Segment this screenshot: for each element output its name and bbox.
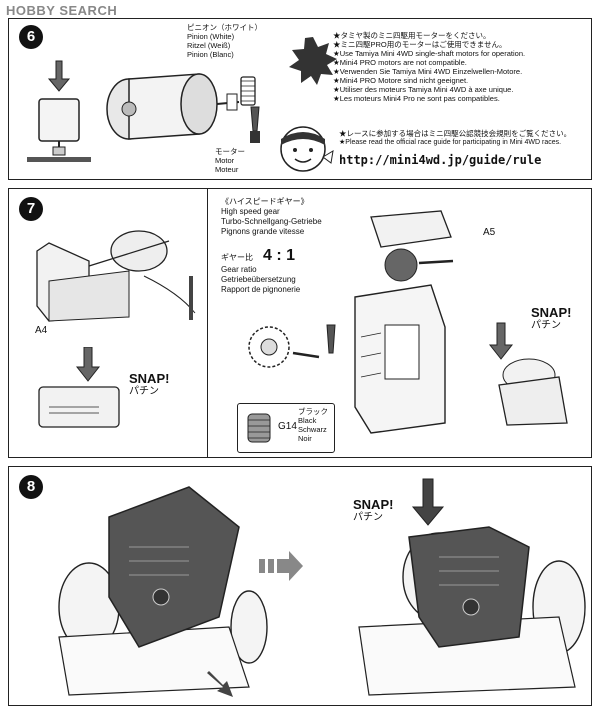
step-number: 6 (19, 25, 43, 49)
gear-g14-illustration (248, 324, 336, 368)
snap-callout: SNAP! パチン (353, 497, 394, 523)
step-7-panel: 7 A4 SNAP! パチン 《ハイスピードギヤー》 High speed ge… (8, 188, 592, 458)
gear-ratio-value: 4 : 1 (263, 247, 296, 264)
g14-part-box: G14 ブラック Black Schwarz Noir (237, 403, 335, 453)
snap-illustration-right (488, 322, 568, 426)
part-a5-label: A5 (483, 227, 496, 238)
motor-side-illustration (27, 60, 91, 162)
snap-callout-left: SNAP! パチン (129, 371, 170, 397)
watermark: HOBBY SEARCH (6, 3, 118, 18)
gear-labels: 《ハイスピードギヤー》 High speed gear Turbo-Schnel… (221, 197, 322, 236)
step-number: 8 (19, 475, 43, 499)
pinion-icon (240, 76, 256, 106)
motor-illustration (106, 73, 240, 140)
race-guide-url: http://mini4wd.jp/guide/rule (339, 153, 542, 167)
chassis-motor-illustration (36, 230, 196, 322)
step-8-panel: 8 SNAP! パチン (8, 466, 592, 706)
gear-ratio-labels: Gear ratio Getriebeübersetzung Rapport d… (221, 265, 301, 294)
race-notes: ★レースに参加する場合はミニ四駆公認競技会規則をご覧ください。 ★Please … (339, 129, 572, 146)
g14-color-labels: ブラック Black Schwarz Noir (298, 407, 328, 443)
gear-g14-icon (247, 413, 271, 443)
tool-icon (250, 106, 260, 143)
gearbox-illustration (354, 210, 454, 434)
step-7-divider (207, 189, 208, 457)
part-g14-label: G14 (278, 421, 297, 432)
step-6-panel: 6 ピニオン（ホワイト） Pinion (White) Ritzel (Weiß… (8, 18, 592, 180)
gear-ratio-jp: ギヤー比 (221, 253, 253, 262)
motor-notes: ★タミヤ製のミニ四駆用モーターをください。 ★ミニ四駆PRO用のモーターはご使用… (333, 31, 526, 103)
part-a4-label: A4 (35, 325, 48, 336)
chassis-before-illustration (58, 486, 268, 697)
mascot-character-icon (280, 126, 334, 172)
motor-labels: モーター Motor Moteur (215, 147, 245, 174)
arrow-right-icon (259, 551, 303, 581)
snap-callout-right: SNAP! パチン (531, 305, 572, 331)
pinion-labels: ピニオン（ホワイト） Pinion (White) Ritzel (Weiß) … (187, 23, 262, 59)
step-number: 7 (19, 197, 43, 221)
warning-badge-icon (289, 37, 337, 85)
chassis-after-illustration (358, 478, 586, 696)
chassis-snap-illustration (38, 347, 120, 428)
